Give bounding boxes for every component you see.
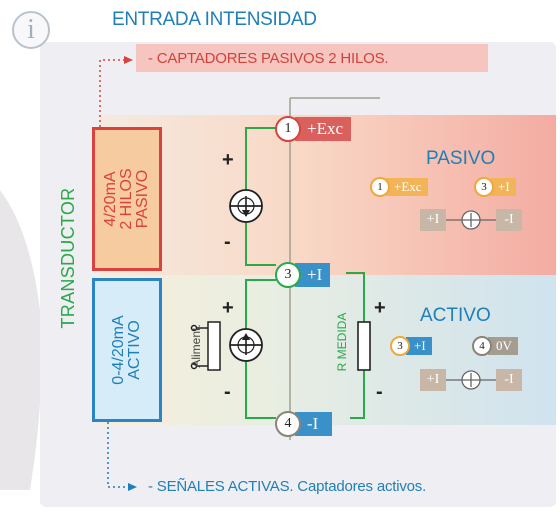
rmedida-plus-sign: +	[374, 297, 386, 319]
aliment-label: Aliment.	[189, 324, 203, 368]
info-icon: i	[12, 11, 50, 49]
page-title: ENTRADA INTENSIDAD	[112, 9, 317, 30]
pasivo-source-box	[92, 127, 162, 271]
terminal-number: 3	[275, 262, 301, 288]
terminal-label: +Exc	[295, 117, 352, 141]
activo-arrow-icon	[128, 483, 137, 491]
chip-number: 4	[472, 336, 492, 356]
terminal-label: -I	[295, 412, 333, 436]
activo-chip-plus-i: 3 +I	[390, 335, 432, 357]
pasivo-minus-sign: -	[224, 231, 231, 253]
terminal-1-exc: 1 +Exc	[275, 115, 352, 143]
activo-source-label: 0-4/20mA ACTIVO	[110, 315, 143, 385]
activo-eq-plus: +I	[420, 369, 446, 391]
terminal-label: +I	[295, 263, 331, 287]
bottom-note: - SEÑALES ACTIVAS. Captadores activos.	[148, 478, 427, 495]
subtitle: - CAPTADORES PASIVOS 2 HILOS.	[148, 50, 389, 67]
pasivo-eq-plus: +I	[420, 209, 446, 231]
chip-label: 0V	[488, 337, 518, 355]
chip-label: +I	[406, 337, 432, 355]
chip-number: 1	[370, 177, 390, 197]
chip-label: +I	[490, 178, 516, 196]
pasivo-source-label: 4/20mA 2 HILOS PASIVO	[102, 168, 151, 230]
pasivo-title: PASIVO	[426, 148, 496, 169]
terminal-number: 4	[275, 411, 301, 437]
chip-number: 3	[474, 177, 494, 197]
activo-current-source-icon	[229, 328, 263, 362]
transductor-label: TRANSDUCTOR	[58, 187, 78, 329]
pasivo-chip-exc: 1 +Exc	[370, 176, 428, 198]
pasivo-chip-plus-i: 3 +I	[474, 176, 516, 198]
chip-label: +Exc	[386, 178, 428, 196]
terminal-number: 1	[275, 116, 301, 142]
r-medida-label: R MEDIDA	[335, 312, 349, 372]
pasivo-arrow-icon	[124, 56, 133, 64]
activo-source-box	[92, 278, 162, 422]
activo-connector	[107, 422, 128, 488]
pasivo-plus-sign: +	[222, 149, 234, 171]
activo-equivalence-icon	[444, 370, 498, 390]
pasivo-connector	[99, 59, 124, 127]
pasivo-eq-minus: -I	[496, 209, 522, 231]
pasivo-equivalence-icon	[444, 210, 498, 230]
activo-title: ACTIVO	[420, 305, 491, 326]
activo-minus-sign: -	[224, 381, 231, 403]
chip-number: 3	[390, 336, 410, 356]
terminal-4-minus-i: 4 -I	[275, 410, 333, 438]
rmedida-minus-sign: -	[376, 381, 383, 403]
aliment-supply-icon	[190, 321, 221, 371]
activo-eq-minus: -I	[496, 369, 522, 391]
activo-plus-sign: +	[222, 297, 234, 319]
resistor-icon	[357, 321, 371, 371]
subtitle-box	[136, 44, 488, 72]
pasivo-current-source-icon	[229, 189, 263, 223]
decorative-swoosh	[0, 190, 42, 490]
terminal-3-plus-i: 3 +I	[275, 261, 331, 289]
activo-chip-0v: 4 0V	[472, 335, 518, 357]
